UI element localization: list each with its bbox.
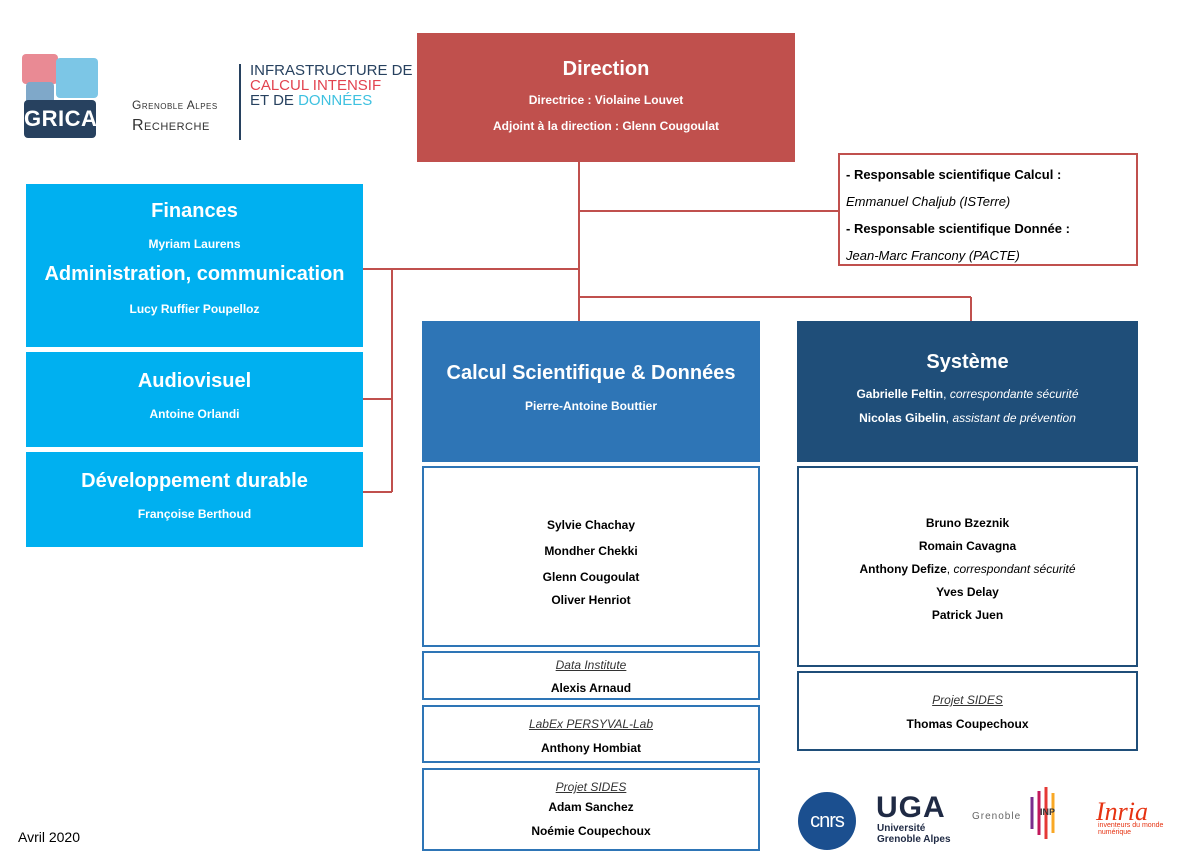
logo-divider — [239, 64, 241, 140]
systeme-header-box: Système Gabrielle Feltin, correspondante… — [797, 321, 1138, 462]
systeme-lead-2-name: Nicolas Gibelin — [859, 411, 946, 425]
labex-label: LabEx PERSYVAL-Lab — [528, 717, 654, 731]
resp-calcul-label: - Responsable scientifique Calcul : — [846, 167, 1062, 182]
dev-durable-title: Développement durable — [81, 470, 308, 492]
calcul-title: Calcul Scientifique & Données — [446, 362, 736, 384]
systeme-member-defize: Anthony Defize, correspondant sécurité — [859, 562, 1076, 576]
audiovisuel-name: Antoine Orlandi — [149, 407, 240, 421]
direction-deputy: Adjoint à la direction : Glenn Cougoulat — [493, 119, 719, 133]
systeme-sides-member: Thomas Coupechoux — [906, 717, 1029, 731]
date-label: Avril 2020 — [18, 829, 81, 845]
systeme-lead-1-name: Gabrielle Feltin — [856, 387, 944, 401]
inria-logo: Inria — [1096, 797, 1148, 826]
systeme-members-box: Bruno Bzeznik Romain Cavagna Anthony Def… — [797, 466, 1138, 667]
finances-admin-box: Finances Myriam Laurens Administration, … — [26, 184, 363, 347]
systeme-member: Yves Delay — [936, 585, 999, 599]
data-institute-box: Data Institute Alexis Arnaud — [422, 651, 760, 700]
admin-name: Lucy Ruffier Poupelloz — [129, 302, 260, 316]
direction-title: Direction — [562, 58, 650, 80]
uga-sub2: Grenoble Alpes — [877, 834, 951, 845]
systeme-sides-box: Projet SIDES Thomas Coupechoux — [797, 671, 1138, 751]
dev-durable-box: Développement durable Françoise Berthoud — [26, 452, 363, 547]
finances-name: Myriam Laurens — [148, 237, 241, 251]
calcul-member: Glenn Cougoulat — [542, 570, 640, 584]
calcul-lead: Pierre-Antoine Bouttier — [524, 399, 657, 413]
infra-line2: CALCUL INTENSIF — [250, 77, 382, 94]
calcul-members-box: Sylvie Chachay Mondher Chekki Glenn Coug… — [422, 466, 760, 647]
direction-director: Directrice : Violaine Louvet — [528, 93, 684, 107]
gricad-logo-text: GRICAD — [24, 100, 113, 138]
systeme-title: Système — [926, 351, 1009, 373]
audiovisuel-box: Audiovisuel Antoine Orlandi — [26, 352, 363, 447]
admin-title: Administration, communication — [44, 263, 345, 285]
inria-tagline: inventeurs du monde numérique — [1098, 822, 1164, 836]
infra-line1: INFRASTRUCTURE DE — [250, 62, 413, 79]
finances-title: Finances — [151, 200, 238, 222]
grenoble-inp-logo — [1030, 787, 1055, 839]
scientific-responsibles-box: - Responsable scientifique Calcul : Emma… — [838, 153, 1138, 266]
gricad-puzzle-logo — [22, 54, 98, 104]
resp-donnee-name: Jean-Marc Francony (PACTE) — [846, 248, 1020, 263]
systeme-lead-1: Gabrielle Feltin, correspondante sécurit… — [856, 387, 1079, 401]
systeme-member3-name: Anthony Defize — [859, 562, 947, 576]
labex-box: LabEx PERSYVAL-Lab Anthony Hombiat — [422, 705, 760, 763]
calcul-member: Mondher Chekki — [544, 544, 638, 558]
dev-durable-name: Françoise Berthoud — [137, 507, 252, 521]
recherche-text: Recherche — [132, 117, 210, 134]
systeme-lead-2-role: assistant de prévention — [952, 411, 1076, 425]
infrastructure-title: INFRASTRUCTURE DE CALCUL INTENSIF ET DE … — [250, 63, 413, 108]
data-institute-label: Data Institute — [555, 658, 627, 672]
systeme-member3-role: correspondant sécurité — [953, 562, 1076, 576]
systeme-lead-1-role: correspondante sécurité — [949, 387, 1079, 401]
calcul-sides-member: Noémie Coupechoux — [531, 824, 651, 838]
calcul-member: Oliver Henriot — [551, 593, 631, 607]
uga-logo-subtitle: Université Grenoble Alpes — [877, 823, 951, 845]
systeme-member: Romain Cavagna — [918, 539, 1017, 553]
audiovisuel-title: Audiovisuel — [137, 370, 252, 392]
labex-name: Anthony Hombiat — [541, 741, 641, 755]
calcul-sides-box: Projet SIDES Adam Sanchez Noémie Coupech… — [422, 768, 760, 851]
calcul-member: Sylvie Chachay — [546, 518, 636, 532]
systeme-member: Bruno Bzeznik — [925, 516, 1010, 530]
systeme-member: Patrick Juen — [931, 608, 1004, 622]
systeme-lead-2: Nicolas Gibelin, assistant de prévention — [859, 411, 1076, 425]
resp-donnee-label: - Responsable scientifique Donnée : — [846, 221, 1070, 236]
systeme-sides-label: Projet SIDES — [932, 693, 1003, 707]
data-institute-name: Alexis Arnaud — [550, 681, 632, 695]
calcul-sides-label: Projet SIDES — [555, 780, 627, 794]
calcul-sides-member: Adam Sanchez — [548, 800, 634, 814]
calcul-header-box: Calcul Scientifique & Données Pierre-Ant… — [422, 321, 760, 462]
uga-sub1: Université — [877, 823, 926, 834]
cnrs-logo: cnrs — [798, 792, 856, 850]
uga-logo: UGA — [876, 791, 946, 824]
resp-calcul-name: Emmanuel Chaljub (ISTerre) — [846, 194, 1011, 209]
grenoble-alpes-text: Grenoble Alpes — [132, 98, 218, 112]
direction-box: Direction Directrice : Violaine Louvet A… — [417, 33, 795, 162]
grenoble-inp-text: Grenoble — [972, 811, 1022, 822]
infra-line3b: DONNÉES — [298, 92, 373, 109]
infra-line3a: ET DE — [250, 92, 299, 109]
grenoble-inp-inp: INP — [1040, 807, 1056, 817]
